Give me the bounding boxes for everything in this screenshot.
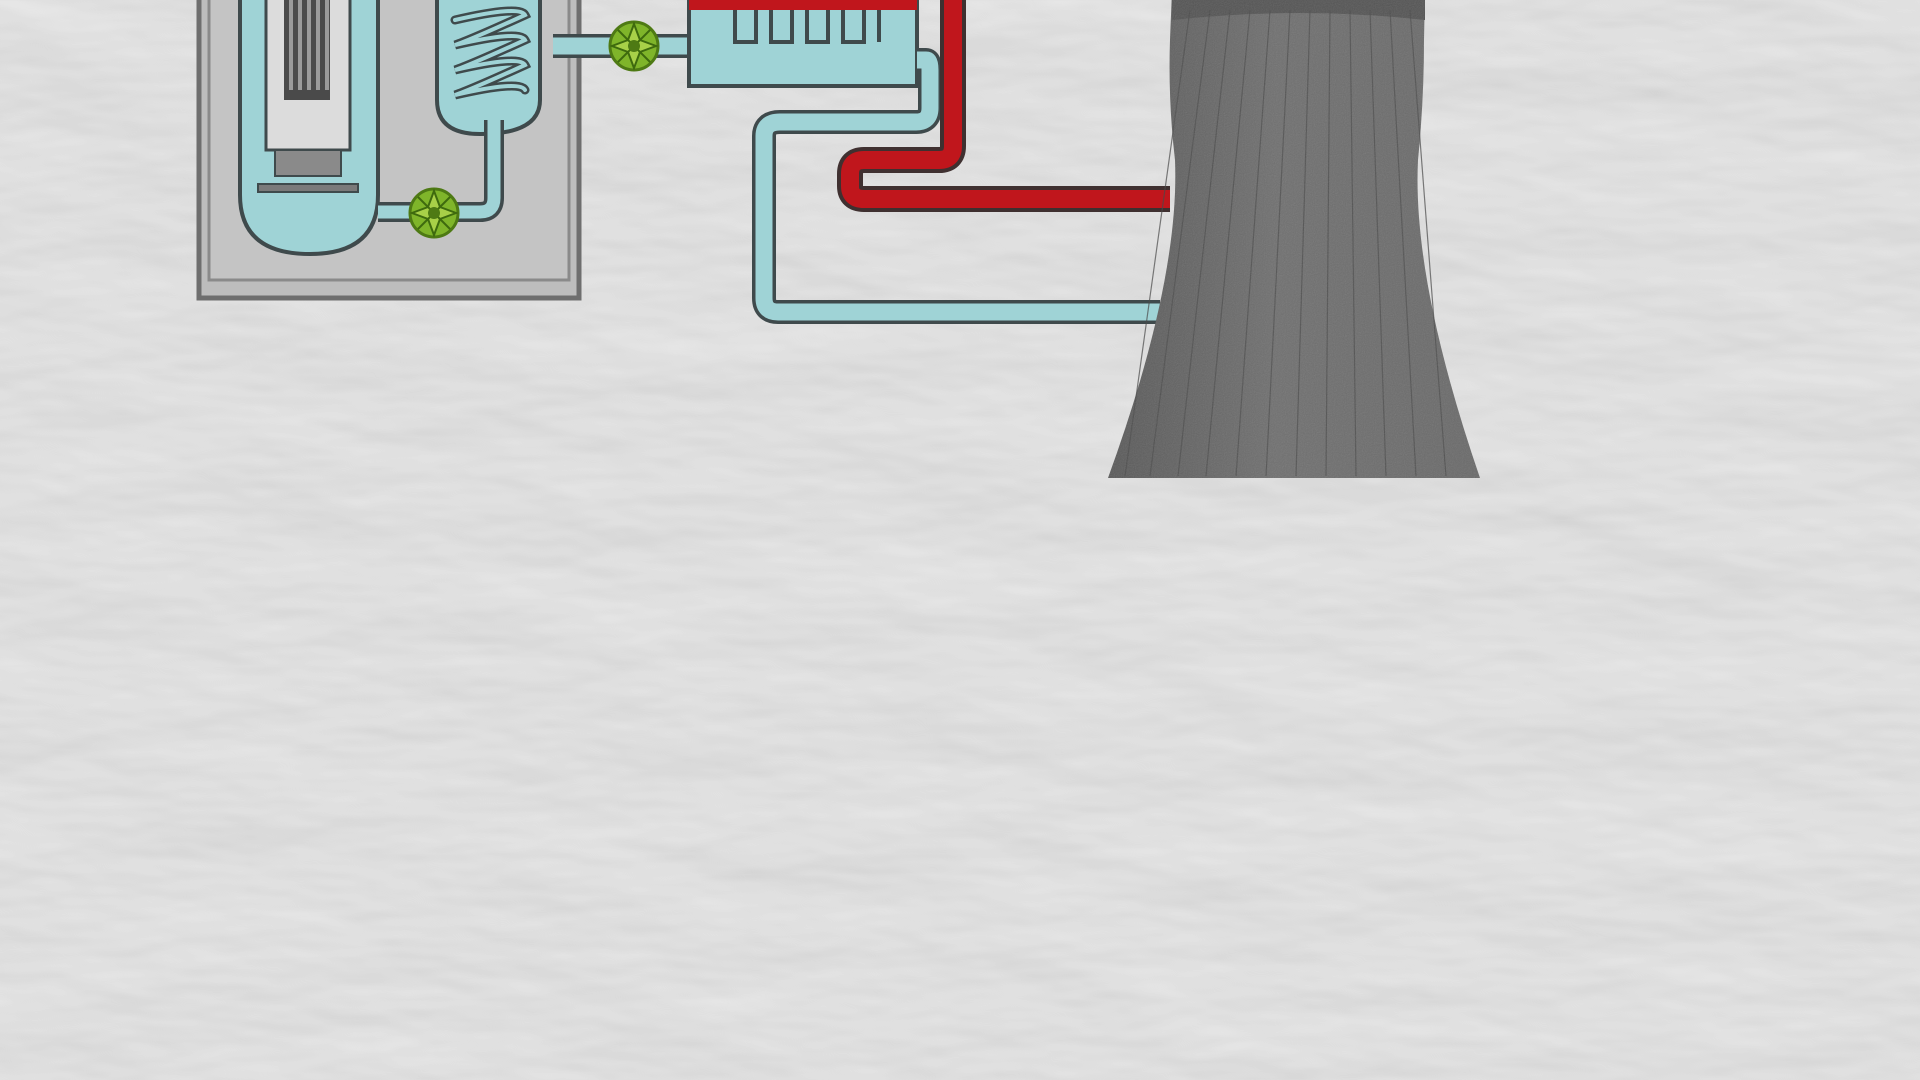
steam-generator-icon [435, 0, 542, 137]
cold-water-pipe [752, 48, 1160, 324]
pump-icon [608, 20, 660, 72]
cooling-tower-icon [1108, 0, 1480, 478]
pump-icon [408, 187, 460, 239]
condenser-icon [687, 0, 919, 88]
reactor-vessel-icon [238, 0, 380, 257]
fuel-rods-icon [257, 0, 359, 193]
primary-loop-pipe [378, 120, 504, 222]
hot-water-pipe [837, 0, 1170, 212]
